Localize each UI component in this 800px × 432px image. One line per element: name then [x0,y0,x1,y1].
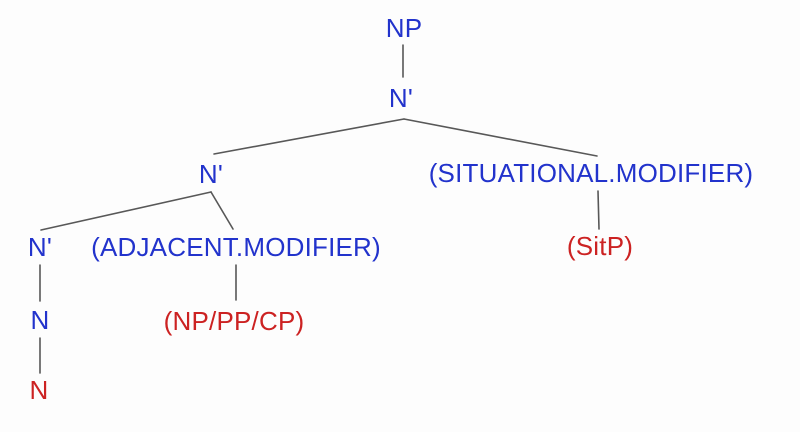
node-nbar-low: N' [27,232,53,262]
node-sitp: (SitP) [566,231,634,261]
edge-nbartop-to-situational [403,118,598,157]
node-np-root: NP [385,13,423,43]
node-adjacent-modifier: (ADJACENT.MODIFIER) [91,232,381,262]
node-nbar-top: N' [388,83,414,113]
node-n-terminal: N [29,375,49,405]
edge-nbarmid-to-nbarlow [40,191,212,231]
node-np-pp-cp: (NP/PP/CP) [163,306,305,336]
node-situational-modifier: (SITUATIONAL.MODIFIER) [428,158,754,188]
edge-nbarmid-to-adjacent [210,191,234,230]
edge-situational-to-sitp [597,190,600,230]
node-n-head: N [30,305,50,335]
node-nbar-mid: N' [198,159,224,189]
edge-nbartop-to-nbarmid [213,118,405,155]
